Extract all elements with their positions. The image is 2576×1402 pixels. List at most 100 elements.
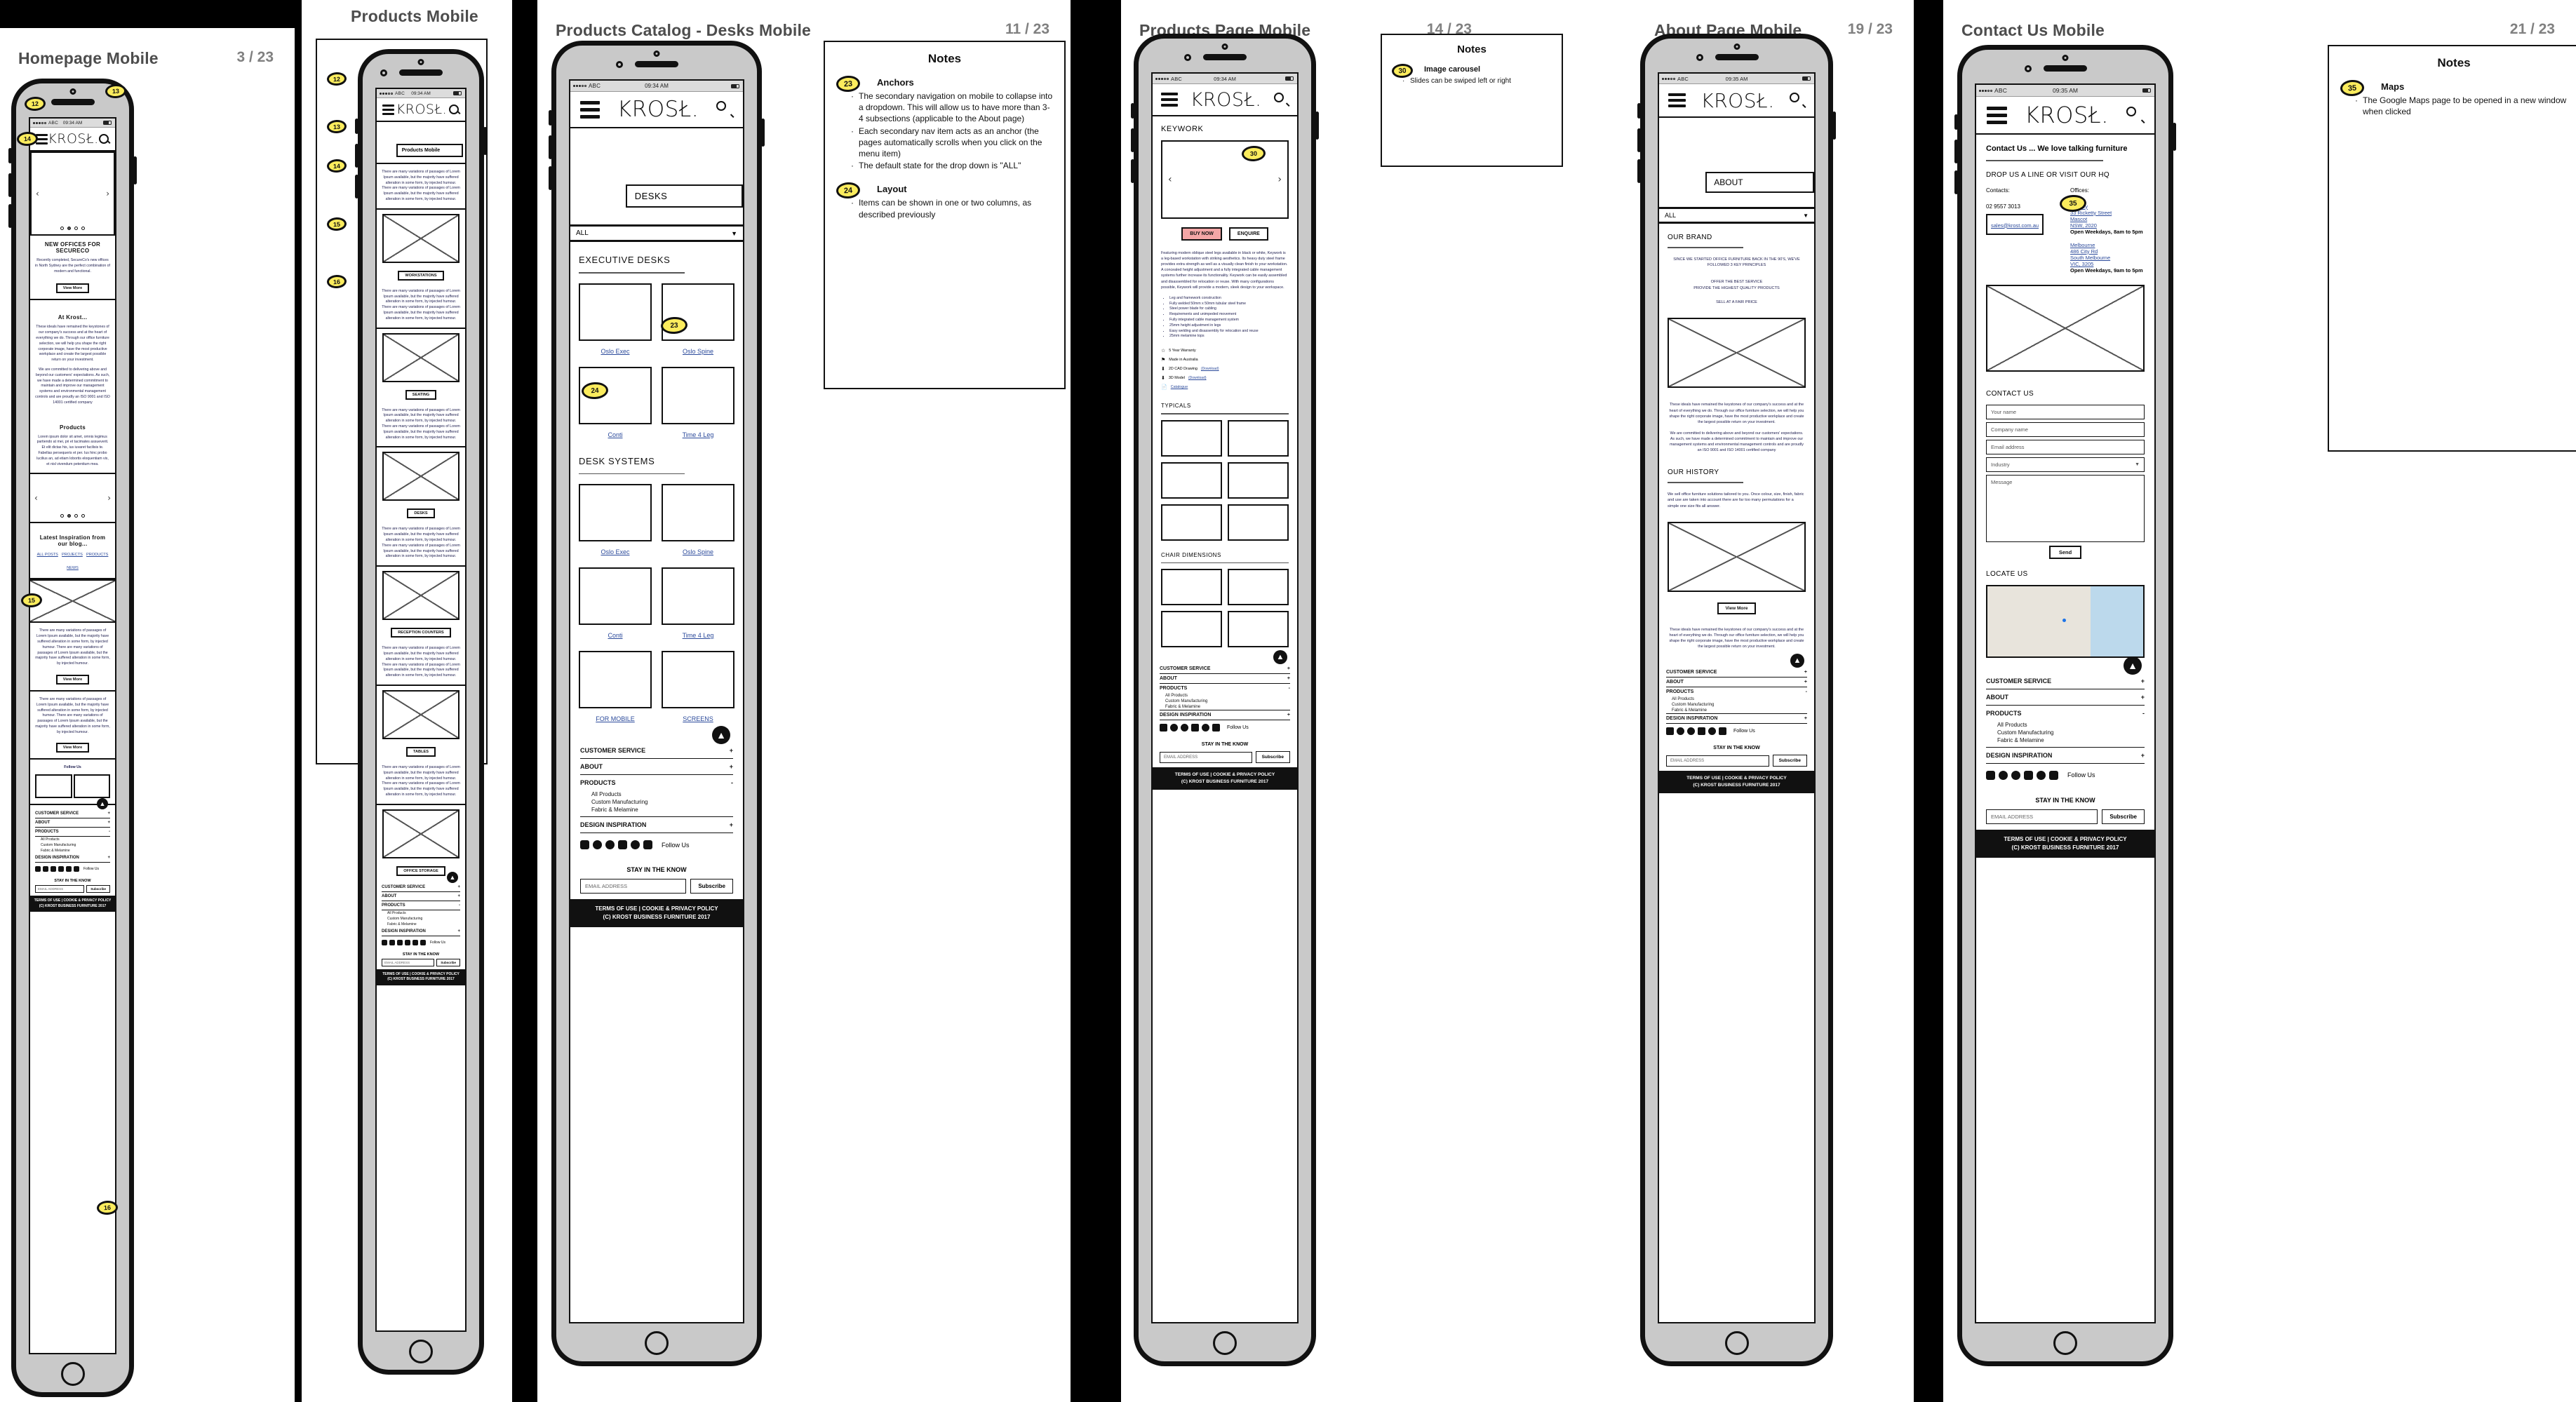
footer-accordion-row[interactable]: PRODUCTS -: [1666, 687, 1807, 696]
mute-switch[interactable]: [1131, 103, 1134, 119]
footer-sub-item[interactable]: All Products: [591, 791, 622, 797]
footer-sub-item[interactable]: Fabric & Melamine: [1986, 736, 2145, 748]
footer-sub-item[interactable]: Fabric & Melamine: [41, 849, 70, 854]
email-input[interactable]: EMAIL ADDRESS: [1666, 755, 1769, 767]
subscribe-button[interactable]: Subscribe: [690, 879, 733, 894]
typical-tile[interactable]: [1228, 419, 1289, 457]
mute-switch[interactable]: [355, 119, 358, 134]
instagram-icon[interactable]: [618, 840, 627, 849]
pinterest-icon[interactable]: [605, 840, 615, 849]
download-link[interactable]: (Download): [1188, 376, 1207, 381]
volume-down-button[interactable]: [1954, 170, 1958, 194]
instagram-icon[interactable]: [405, 939, 410, 945]
product-image-carousel[interactable]: ‹ ›: [1161, 140, 1289, 219]
product-link[interactable]: Oslo Spine: [682, 548, 714, 555]
footer-accordion-row[interactable]: CUSTOMER SERVICE +: [1160, 664, 1290, 675]
name-field[interactable]: Your name: [1986, 404, 2145, 419]
office-line-2[interactable]: Mascot: [2070, 215, 2088, 222]
krost-logo[interactable]: KROSŁ.: [48, 131, 99, 147]
typical-tile[interactable]: [1228, 504, 1289, 541]
social-tile[interactable]: [73, 774, 110, 799]
footer-accordion-row[interactable]: ABOUT +: [580, 759, 733, 775]
burger-menu-icon[interactable]: [1987, 106, 2007, 124]
footer-accordion-row[interactable]: DESIGN INSPIRATION +: [35, 854, 110, 863]
search-icon[interactable]: [449, 104, 459, 115]
footer-accordion-row[interactable]: ABOUT +: [1160, 674, 1290, 685]
footer-sub-item[interactable]: Custom Manufacturing: [387, 916, 423, 921]
carousel-prev-icon[interactable]: ‹: [34, 493, 38, 504]
pinterest-icon[interactable]: [397, 939, 403, 945]
footer-accordion-row[interactable]: DESIGN INSPIRATION +: [1160, 710, 1290, 721]
footer-sub-item[interactable]: Custom Manufacturing: [1165, 699, 1208, 704]
search-icon[interactable]: [2126, 106, 2144, 124]
facebook-icon[interactable]: [1170, 724, 1178, 732]
chair-tile[interactable]: [1228, 569, 1289, 606]
home-button[interactable]: [1724, 1331, 1749, 1355]
volume-down-button[interactable]: [549, 166, 552, 190]
about-filter-dropdown[interactable]: ALL ▼: [1659, 209, 1814, 224]
product-link[interactable]: Oslo Spine: [682, 347, 714, 355]
industry-select[interactable]: Industry ▼: [1986, 457, 2145, 472]
krost-logo[interactable]: KROSŁ.: [1190, 88, 1262, 111]
product-link[interactable]: FOR MOBILE: [596, 715, 635, 722]
footer-sub-item[interactable]: All Products: [1997, 721, 2027, 728]
youtube-icon[interactable]: [74, 866, 79, 872]
power-button[interactable]: [2173, 123, 2176, 151]
catalogue-link[interactable]: Catalogue: [1170, 385, 1188, 390]
section-cta-storage[interactable]: OFFICE STORAGE: [396, 865, 445, 876]
footer-sub-item[interactable]: Custom Manufacturing: [591, 799, 648, 805]
burger-menu-icon[interactable]: [1668, 93, 1686, 107]
product-link[interactable]: Time 4 Leg: [682, 431, 714, 438]
instagram-icon[interactable]: [2024, 770, 2033, 780]
typical-tile[interactable]: [1161, 461, 1222, 499]
footer-accordion-row[interactable]: PRODUCTS -: [1160, 684, 1290, 693]
home-button[interactable]: [1213, 1331, 1237, 1355]
product-tile-image[interactable]: [579, 484, 652, 541]
mute-switch[interactable]: [549, 110, 552, 126]
back-to-top-button[interactable]: ▲: [1273, 650, 1287, 665]
carousel-dots[interactable]: [32, 227, 114, 230]
volume-down-button[interactable]: [8, 204, 12, 228]
footer-sub-item[interactable]: Fabric & Melamine: [580, 806, 733, 817]
footer-accordion-row[interactable]: CUSTOMER SERVICE +: [1666, 668, 1807, 678]
download-link[interactable]: (Download): [1200, 367, 1219, 372]
footer-accordion-row[interactable]: DESIGN INSPIRATION +: [580, 817, 733, 833]
product-tile-image[interactable]: [662, 484, 734, 541]
product-tile-image[interactable]: [662, 567, 734, 625]
carousel-prev-icon[interactable]: ‹: [36, 189, 39, 198]
contact-phone[interactable]: 02 9557 3013: [1986, 203, 2020, 210]
message-field[interactable]: Message: [1986, 474, 2145, 542]
product-tile-image[interactable]: [662, 283, 734, 341]
product-link[interactable]: SCREENS: [683, 715, 713, 722]
youtube-icon[interactable]: [420, 939, 426, 945]
pinterest-icon[interactable]: [1687, 727, 1695, 736]
footer-accordion-row[interactable]: CUSTOMER SERVICE +: [580, 743, 733, 759]
footer-accordion-row[interactable]: ABOUT +: [1986, 689, 2145, 706]
product-link[interactable]: Conti: [608, 632, 623, 639]
blog-tab-projects[interactable]: PROJECTS: [62, 553, 83, 558]
product-tile-image[interactable]: [579, 283, 652, 341]
twitter-icon[interactable]: [1202, 724, 1209, 732]
enquire-button[interactable]: ENQUIRE: [1228, 227, 1268, 241]
chair-tile[interactable]: [1228, 611, 1289, 648]
home-button[interactable]: [2053, 1331, 2077, 1355]
power-button[interactable]: [1832, 112, 1836, 140]
power-button[interactable]: [133, 156, 137, 184]
email-input[interactable]: EMAIL ADDRESS: [1986, 809, 2098, 824]
linkedin-icon[interactable]: [1160, 724, 1167, 732]
view-more-button[interactable]: View More: [55, 743, 90, 753]
office-line-3[interactable]: NSW, 2020: [2070, 222, 2097, 229]
mute-switch[interactable]: [8, 148, 12, 163]
social-tile[interactable]: [35, 774, 72, 799]
volume-up-button[interactable]: [1954, 140, 1958, 163]
email-field[interactable]: Email address: [1986, 439, 2145, 454]
footer-accordion-row[interactable]: CUSTOMER SERVICE +: [35, 809, 110, 819]
blog-tab-all-posts[interactable]: ALL POSTS: [36, 553, 58, 558]
home-button[interactable]: [645, 1331, 669, 1355]
facebook-icon[interactable]: [43, 866, 48, 872]
product-link[interactable]: Oslo Exec: [601, 548, 630, 555]
burger-menu-icon[interactable]: [36, 133, 48, 144]
contact-email[interactable]: sales@krost.com.au: [1991, 222, 2039, 229]
krost-logo[interactable]: KROSŁ.: [1700, 88, 1775, 112]
carousel-next-icon[interactable]: ›: [1277, 174, 1282, 185]
